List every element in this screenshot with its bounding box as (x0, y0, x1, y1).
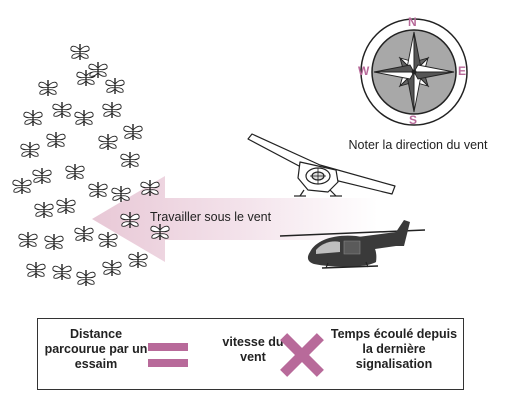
locust-icon (88, 61, 108, 79)
locust-icon (32, 167, 52, 185)
locust-icon (34, 201, 54, 219)
locust-icon (52, 263, 72, 281)
formula-distance-term: Distance parcourue par un essaim (44, 327, 148, 371)
equals-icon (148, 343, 188, 369)
airplane-icon (247, 133, 396, 197)
wind-arrow-label: Travailler sous le vent (150, 210, 272, 224)
locust-icon (88, 181, 108, 199)
locust-icon (98, 231, 118, 249)
locust-icon (120, 151, 140, 169)
locust-icon (102, 259, 122, 277)
locust-icon (56, 197, 76, 215)
locust-icon (123, 123, 143, 141)
compass-south-label: S (409, 113, 418, 127)
multiply-icon (280, 333, 324, 377)
locust-icon (74, 225, 94, 243)
formula-box: Distance parcourue par un essaim vitesse… (37, 318, 464, 390)
locust-icon (128, 251, 148, 269)
locust-icon (76, 269, 96, 287)
locust-icon (102, 101, 122, 119)
locust-icon (74, 109, 94, 127)
locust-icon (65, 163, 85, 181)
locust-icon (70, 43, 90, 61)
locust-icon (23, 109, 43, 127)
locust-icon (26, 261, 46, 279)
compass-north-label: N (408, 15, 417, 29)
compass-west-label: W (358, 64, 370, 78)
locust-icon (20, 141, 40, 159)
locust-icon (18, 231, 38, 249)
locust-icon (52, 101, 72, 119)
wind-arrow-icon (92, 176, 378, 262)
compass-rose-icon (360, 18, 468, 126)
compass-east-label: E (458, 64, 467, 78)
locust-icon (111, 185, 131, 203)
formula-wind-speed-term: vitesse du vent (222, 335, 284, 364)
locust-icon (12, 177, 32, 195)
helicopter-icon (279, 220, 426, 269)
locust-icon (98, 133, 118, 151)
locust-icon (105, 77, 125, 95)
locust-icon (38, 79, 58, 97)
formula-elapsed-time-term: Temps écoulé depuis la dernière signalis… (330, 327, 458, 371)
locust-icon (46, 131, 66, 149)
locust-icon (44, 233, 64, 251)
compass-caption: Noter la direction du vent (348, 138, 488, 152)
